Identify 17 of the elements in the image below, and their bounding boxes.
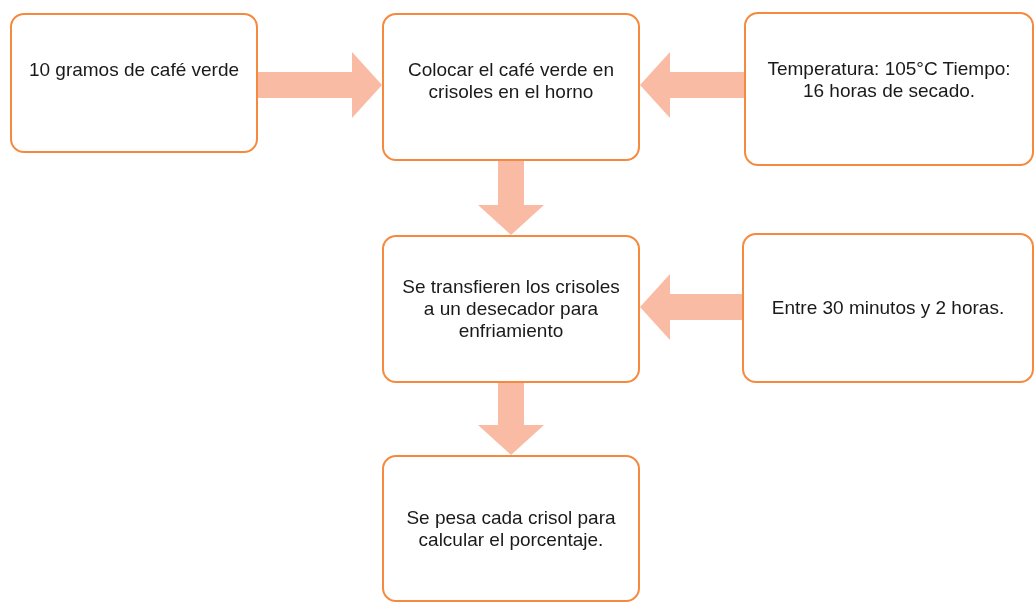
process-box <box>742 233 1034 383</box>
block-arrow <box>258 52 382 118</box>
box-text: Temperatura: 105°C Tiempo: 16 horas de secado. <box>766 58 1012 102</box>
process-box <box>382 13 640 161</box>
block-arrow <box>478 161 544 235</box>
block-arrow <box>640 52 744 118</box>
box-text: Se transfieren los crisoles a un desecador para enfriamiento <box>401 276 621 342</box>
box-text: 10 gramos de café verde <box>28 59 240 81</box>
block-arrow <box>478 383 544 455</box>
process-box <box>382 235 640 383</box>
process-box <box>744 12 1034 166</box>
box-text: Se pesa cada crisol para calcular el porcentaje. <box>405 506 617 551</box>
process-box <box>382 455 640 602</box>
block-arrow <box>640 274 742 340</box>
box-text: Entre 30 minutos y 2 horas. <box>771 297 1005 319</box>
process-box <box>10 13 258 153</box>
box-text: Colocar el café verde en crisoles en el horno <box>407 59 615 103</box>
